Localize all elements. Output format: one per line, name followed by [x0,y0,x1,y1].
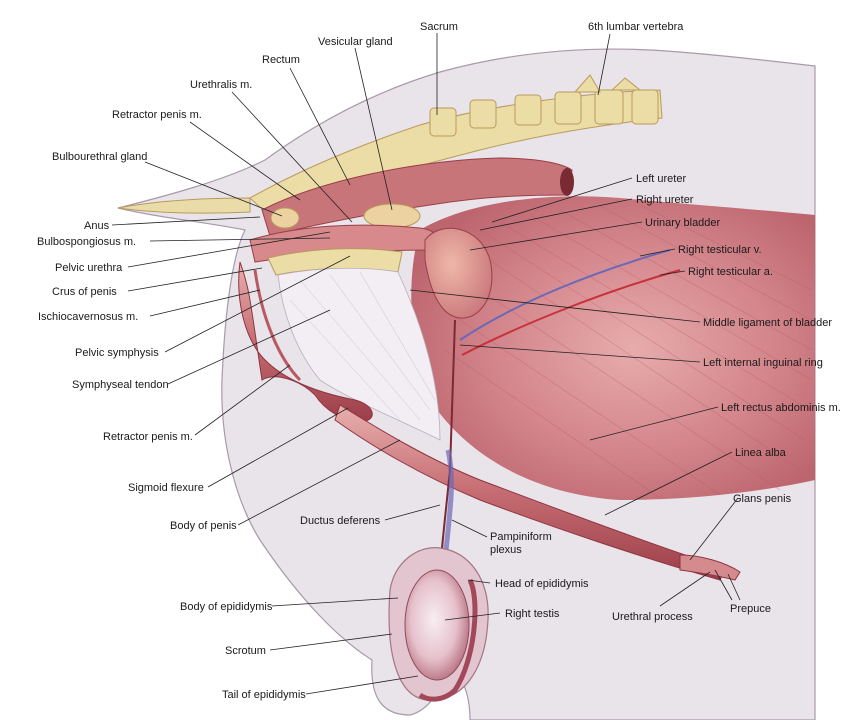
leader-prepuce-1 [714,569,733,601]
label-testicular-v: Right testicular v. [678,244,762,256]
abdominal-muscle [411,196,815,500]
label-glans: Glans penis [733,493,792,505]
label-sigmoid: Sigmoid flexure [128,482,204,494]
label-ischiocavernosus: Ischiocavernosus m. [38,311,138,323]
bulbourethral-gland [270,207,300,229]
leader-bulbospongiosus [149,237,331,242]
epididymis [418,578,478,702]
label-pelvic-urethra: Pelvic urethra [55,262,123,274]
leader-urethralis [231,91,353,223]
leader-retractor-low [194,364,291,436]
prepuce [679,554,741,581]
label-tail-epi: Tail of epididymis [222,689,306,701]
label-right-ureter: Right ureter [636,194,694,206]
label-anus: Anus [84,220,110,232]
leader-bladder [469,221,643,251]
label-bulbospongiosus: Bulbospongiosus m. [37,236,136,248]
label-bulbourethral: Bulbourethral gland [52,151,147,163]
label-6th-lumbar: 6th lumbar vertebra [588,21,684,33]
label-left-ureter: Left ureter [636,173,686,185]
leader-middle-lig [409,289,701,323]
leader-bulbourethral [144,161,283,217]
urinary-bladder [424,227,493,319]
leader-ischiocavernosus [149,289,261,317]
label-scrotum: Scrotum [225,645,266,657]
testicular-artery [461,269,681,356]
testicular-vein [459,249,671,341]
label-prepuce: Prepuce [730,603,771,615]
leader-glans [689,497,739,561]
label-middle-lig: Middle ligament of bladder [703,317,832,329]
leader-symphyseal-tendon [167,309,331,385]
tail [117,197,251,214]
label-urethral-process: Urethral process [612,611,693,623]
label-testicular-a: Right testicular a. [688,266,773,278]
leader-crus [127,267,263,292]
leader-right-ureter [479,198,633,231]
leader-vesicular [354,47,393,211]
label-pampiniform-2: plexus [490,544,522,556]
right-testis [404,569,470,681]
leader-urethral-process [659,571,711,607]
leader-scrotum [269,633,393,651]
label-retractor-low: Retractor penis m. [103,431,193,443]
label-ductus: Ductus deferens [300,515,381,527]
leader-testicular-a [659,270,686,276]
vertebrae [429,74,659,137]
rectum-lumen [560,168,574,196]
label-sacrum: Sacrum [420,21,458,33]
label-crus: Crus of penis [52,286,117,298]
leader-head-epi [467,579,491,584]
label-head-epi: Head of epididymis [495,578,589,590]
leader-prepuce-2 [727,573,741,601]
leader-pelvic-urethra [127,231,331,268]
label-pampiniform-1: Pampiniform [490,531,552,543]
label-urethralis: Urethralis m. [190,79,252,91]
leader-6th-lumbar [597,33,611,96]
leader-rectus [589,406,719,441]
leader-pelvic-symphysis [164,255,351,353]
leader-body-epi [271,597,399,607]
label-inguinal: Left internal inguinal ring [703,357,823,369]
leader-retractor-top [189,121,301,201]
label-body-epi: Body of epididymis [180,601,273,613]
leader-sigmoid [207,407,349,488]
label-right-testis: Right testis [505,608,560,620]
label-retractor-top: Retractor penis m. [112,109,202,121]
leader-linea [604,451,733,516]
leader-right-testis [444,612,501,621]
leader-ductus [384,504,441,521]
leader-tail-epi [305,675,419,695]
pampiniform-plexus [442,449,454,561]
label-pelvic-symphysis: Pelvic symphysis [75,347,159,359]
label-rectus: Left rectus abdominis m. [721,402,841,414]
label-symphyseal-tendon: Symphyseal tendon [72,379,169,391]
leader-rectum [289,67,351,186]
symphyseal-tendon [277,267,441,441]
leader-pampiniform [451,519,488,538]
leader-inguinal [459,344,701,363]
leader-testicular-v [639,248,676,257]
label-bladder: Urinary bladder [645,217,721,229]
label-body-penis: Body of penis [170,520,237,532]
label-linea: Linea alba [735,447,787,459]
leader-body-penis [237,439,401,526]
leader-left-ureter [491,177,633,223]
leader-anus [111,216,261,226]
label-rectum: Rectum [262,54,300,66]
muscle-fibers [444,204,813,499]
label-vesicular: Vesicular gland [318,36,393,48]
